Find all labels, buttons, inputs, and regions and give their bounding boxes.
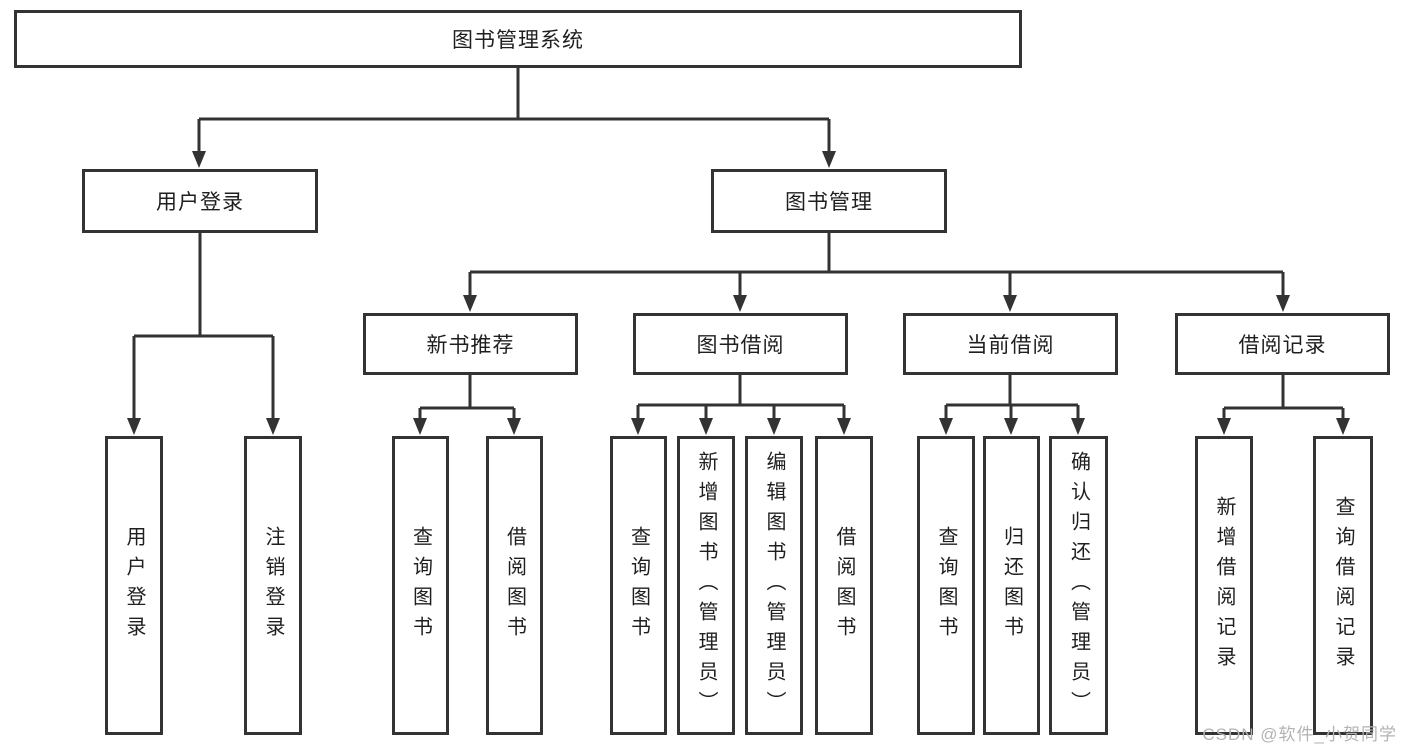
node-book-management-module: 图书管理 [711,169,947,233]
node-current-borrowing: 当前借阅 [903,313,1118,375]
leaf-borrow-books-recommend: 借阅图书 [486,436,543,735]
leaf-user-login: 用户登录 [105,436,163,735]
leaf-borrow-books-borrowing: 借阅图书 [815,436,873,735]
node-user-login-module: 用户登录 [82,169,318,233]
watermark: CSDN @软件_小贺同学 [1202,725,1397,744]
node-library-management-system: 图书管理系统 [14,10,1022,68]
leaf-confirm-return-admin: 确认归还（管理员） [1049,436,1108,735]
leaf-logout: 注销登录 [244,436,302,735]
leaf-add-book-admin: 新增图书（管理员） [677,436,735,735]
leaf-query-borrow-record: 查询借阅记录 [1313,436,1373,735]
leaf-query-books-borrowing: 查询图书 [610,436,667,735]
node-new-book-recommendation: 新书推荐 [363,313,578,375]
tree-edges [132,68,1345,420]
leaf-edit-book-admin: 编辑图书（管理员） [745,436,803,735]
node-borrowing-records: 借阅记录 [1175,313,1390,375]
node-book-borrowing: 图书借阅 [633,313,848,375]
leaf-query-books-recommend: 查询图书 [392,436,449,735]
leaf-add-borrow-record: 新增借阅记录 [1195,436,1253,735]
leaf-query-books-current: 查询图书 [917,436,975,735]
leaf-return-books: 归还图书 [983,436,1040,735]
